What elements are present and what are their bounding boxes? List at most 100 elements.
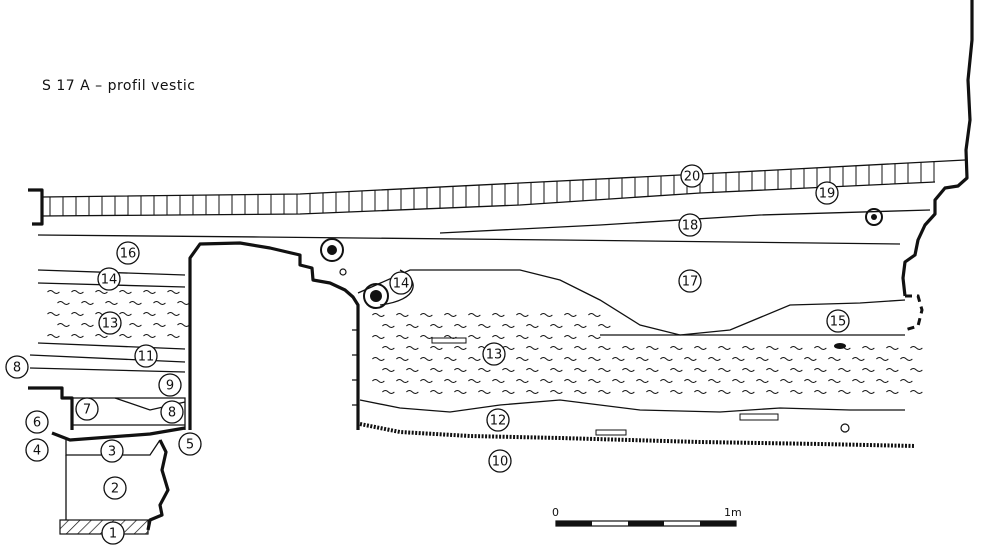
wave-mark [550, 324, 563, 328]
layer-label: 19 [819, 187, 836, 202]
wave-mark [732, 379, 745, 383]
layer-label: 8 [13, 361, 21, 376]
label-circle [389, 271, 413, 295]
wave-mark [790, 346, 803, 350]
wave-mark [862, 368, 875, 372]
wave-mark [598, 324, 611, 328]
wave-mark [502, 368, 515, 372]
wave-mark [694, 346, 707, 350]
layer-label: 13 [102, 317, 119, 332]
wave-mark [910, 390, 923, 394]
wave-mark [516, 313, 529, 317]
wave-mark [814, 368, 827, 372]
wave-mark [119, 312, 132, 316]
wave-mark [430, 390, 443, 394]
wave-mark [47, 334, 60, 338]
wave-mark [454, 390, 467, 394]
label-circle [25, 438, 49, 462]
wave-mark [660, 357, 673, 361]
wave-mark [598, 346, 611, 350]
label-circle [98, 311, 122, 335]
wave-mark [756, 357, 769, 361]
central-cut [188, 241, 360, 430]
wave-mark [670, 346, 683, 350]
label-circle [25, 410, 49, 434]
label-circle [678, 213, 702, 237]
wave-mark [406, 346, 419, 350]
wave-mark [454, 346, 467, 350]
wave-mark [177, 301, 190, 305]
layer-label: 14 [393, 277, 410, 292]
wave-mark [564, 335, 577, 339]
wave-mark [167, 312, 180, 316]
layer-label: 18 [682, 219, 699, 234]
wave-mark [177, 323, 190, 327]
wave-mark [143, 290, 156, 294]
wave-mark [862, 346, 875, 350]
wave-mark [636, 379, 649, 383]
wave-mark [708, 379, 721, 383]
label-circle [100, 439, 124, 463]
floor-10 [359, 422, 916, 448]
wave-mark [540, 357, 553, 361]
wave-mark [129, 323, 142, 327]
wave-mark [646, 368, 659, 372]
layer-label: 6 [33, 416, 41, 431]
paving-layer [41, 159, 966, 217]
wave-mark [382, 368, 395, 372]
wave-mark [766, 346, 779, 350]
wave-mark [71, 290, 84, 294]
label-circle [815, 181, 839, 205]
layer-9-top [29, 367, 186, 373]
layer-label: 12 [490, 414, 507, 429]
wave-mark [540, 313, 553, 317]
label-circle [680, 164, 704, 188]
layer-label: 15 [830, 315, 847, 330]
wave-mark [129, 301, 142, 305]
wave-mark [167, 290, 180, 294]
wave-mark [420, 379, 433, 383]
wave-mark [766, 368, 779, 372]
wave-mark [742, 346, 755, 350]
wave-mark [526, 368, 539, 372]
wave-mark [790, 390, 803, 394]
layer-label: 2 [111, 482, 119, 497]
wave-mark [454, 368, 467, 372]
wave-mark [886, 368, 899, 372]
wave-mark [454, 324, 467, 328]
wave-mark [718, 368, 731, 372]
wave-mark [526, 346, 539, 350]
wave-mark [622, 368, 635, 372]
label-circle [486, 408, 510, 432]
wave-mark [622, 390, 635, 394]
wave-mark [95, 290, 108, 294]
wave-mark [372, 357, 385, 361]
wave-mark [540, 335, 553, 339]
label-circle [482, 342, 506, 366]
finds [320, 208, 883, 436]
wave-mark [526, 390, 539, 394]
wave-mark [684, 357, 697, 361]
wave-mark [612, 357, 625, 361]
wave-mark [444, 357, 457, 361]
wave-mark [81, 323, 94, 327]
wave-mark [143, 312, 156, 316]
wall-6 [28, 386, 74, 430]
wave-mark [574, 324, 587, 328]
layer-7-box [72, 397, 186, 430]
wave-mark [468, 357, 481, 361]
wave-mark [646, 346, 659, 350]
wave-mark [732, 357, 745, 361]
wave-mark [828, 357, 841, 361]
label-circle [75, 397, 99, 421]
wave-mark [71, 312, 84, 316]
layer-label: 10 [492, 455, 509, 470]
label-circle [178, 432, 202, 456]
wave-mark [396, 335, 409, 339]
layer-label: 11 [138, 350, 155, 365]
wave-mark [708, 357, 721, 361]
layer-label: 5 [186, 438, 194, 453]
wave-mark [862, 390, 875, 394]
wave-mark [574, 346, 587, 350]
